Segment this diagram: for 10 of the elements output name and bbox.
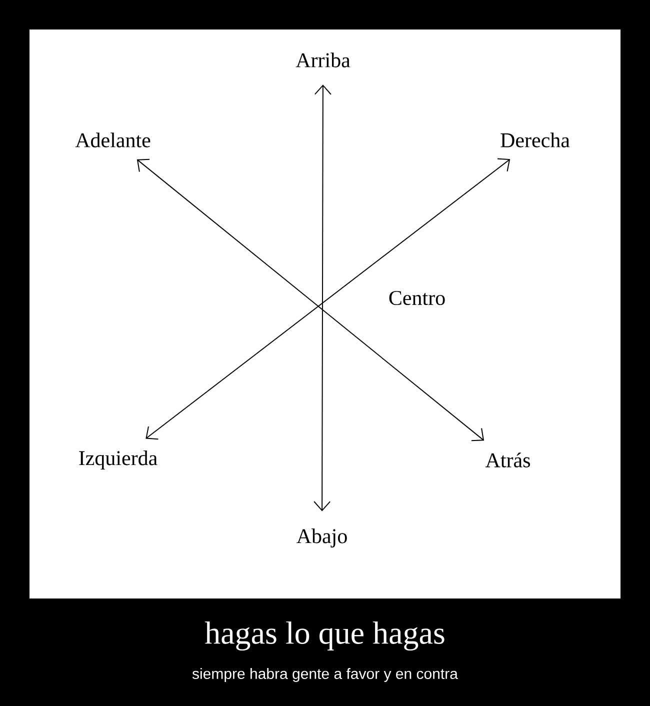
center-label: Centro bbox=[389, 290, 445, 306]
direction-label: Adelante bbox=[75, 132, 150, 148]
poster-title: hagas lo que hagas bbox=[204, 621, 444, 651]
poster-caption: siempre habra gente a favor y en contra bbox=[192, 668, 458, 682]
direction-label: Abajo bbox=[296, 528, 347, 548]
direction-label: Atrás bbox=[485, 452, 530, 468]
direction-label: Derecha bbox=[500, 132, 570, 148]
direction-label: Arriba bbox=[296, 52, 350, 68]
double-arrow bbox=[314, 84, 332, 512]
direction-label: Izquierda bbox=[79, 450, 158, 470]
